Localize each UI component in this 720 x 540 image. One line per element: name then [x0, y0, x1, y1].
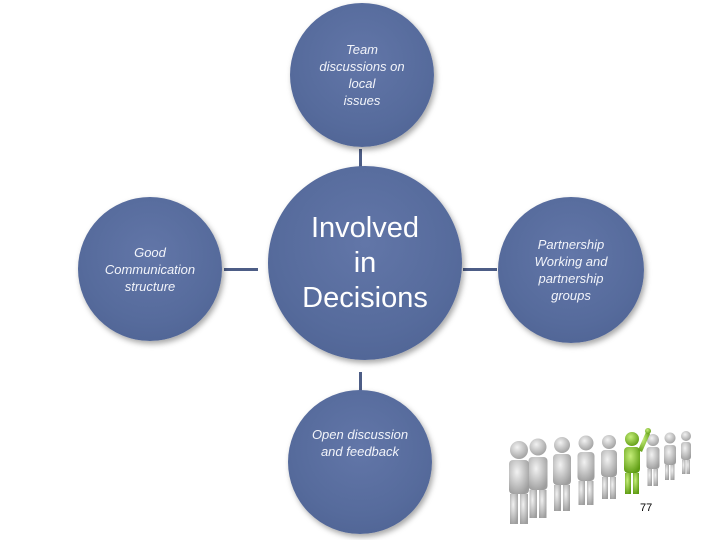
circle-left-label: Good Communication structure [104, 244, 196, 294]
circle-team-discussions: Team discussions on local issues [290, 3, 434, 147]
circle-good-communication: Good Communication structure [78, 197, 222, 341]
connector-right [463, 268, 497, 271]
circle-partnership-working: Partnership Working and partnership grou… [498, 197, 644, 343]
figure-gray-icon [646, 434, 660, 486]
figure-gray-icon [528, 438, 548, 518]
figure-gray-icon [664, 432, 676, 480]
circle-involved-in-decisions: Involved in Decisions [268, 166, 462, 360]
figure-gray-icon [577, 435, 595, 505]
connector-bottom [359, 372, 362, 392]
people-figures-illustration [509, 428, 691, 524]
slide-number: 77 [640, 502, 653, 514]
figure-gray-icon [681, 431, 691, 474]
circle-center-label: Involved in Decisions [302, 211, 428, 314]
connector-top [359, 149, 362, 169]
figure-gray-icon [601, 435, 617, 499]
circle-right-label: Partnership Working and partnership grou… [534, 237, 608, 303]
circle-bottom-label: Open discussion and feedback [311, 427, 409, 459]
figure-green-raised-hand-icon [624, 428, 651, 494]
connector-left [224, 268, 258, 271]
circle-open-discussion: Open discussion and feedback [288, 390, 432, 534]
figure-gray-icon [553, 437, 571, 511]
figure-gray-icon [509, 441, 529, 524]
circle-top-label: Team discussions on local issues [319, 42, 405, 108]
